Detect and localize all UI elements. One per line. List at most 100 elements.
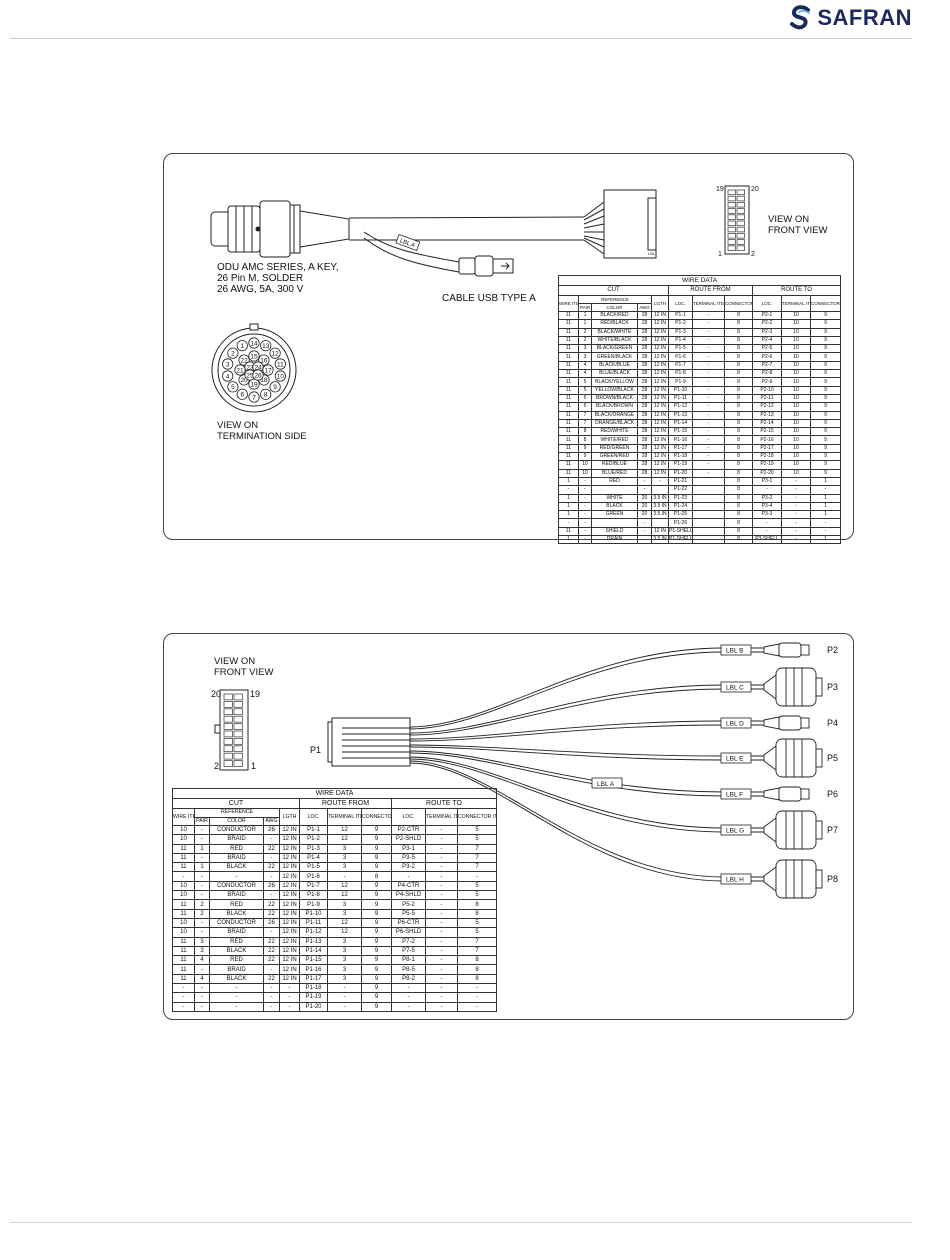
table-cell: - [692, 452, 725, 462]
branch-tag-text: LBL G [726, 828, 744, 835]
pin-number: 16 [260, 357, 268, 364]
col-color: COLOR [209, 816, 264, 826]
pin-number: 20 [240, 377, 248, 384]
table-cell: 12 IN [651, 402, 669, 412]
branch-tag-text: LBL H [726, 877, 744, 884]
table-cell: 10 [781, 402, 811, 412]
table-cell: - [194, 992, 210, 1003]
table-cell: P1-24 [668, 501, 693, 512]
table-cell: 2 [578, 327, 592, 337]
table-cell: - [425, 824, 458, 836]
table-cell: P1-2 [668, 319, 693, 329]
table-cell: 11 [558, 435, 579, 445]
table-cell: P1-8 [668, 369, 693, 379]
table-cell: - [263, 890, 280, 901]
table-cell: 12 IN [651, 344, 669, 354]
table-cell: - [279, 1001, 300, 1012]
table-cell: 10 [172, 917, 195, 929]
table-cell: 12 IN [651, 310, 669, 321]
pin-circle [227, 381, 239, 393]
table-cell: 8 [724, 369, 753, 379]
table-cell: 5 [578, 385, 592, 395]
table-cell: DRAIN [591, 534, 638, 545]
table-cell: 9 [809, 393, 842, 404]
table-cell: 8 [724, 360, 753, 371]
table-cell: BLACK [591, 501, 638, 512]
table-cell: BLACK/RED [591, 310, 638, 321]
table-cell: BLUE/BLACK [591, 369, 638, 379]
table-cell: 20 [637, 493, 652, 503]
table-cell: - [172, 992, 195, 1003]
table-cell: 8 [724, 476, 753, 487]
table-cell: - [194, 890, 210, 901]
table-cell: P2-4 [752, 335, 782, 346]
connector-spec-title: ODU AMC SERIES, A KEY, [217, 262, 339, 273]
table-cell: 12 IN [651, 335, 669, 346]
col-terminal-from: TERMINAL ITEM No. [327, 808, 362, 826]
table-cell: P1-16 [299, 964, 328, 975]
table-cell: 28 [637, 369, 652, 379]
table-cell: - [425, 890, 458, 901]
table-cell: 28 [637, 344, 652, 354]
table-cell: ORANGE/BLACK [591, 418, 638, 429]
table-cell [692, 501, 725, 512]
table-cell: 9 [361, 843, 392, 854]
table-cell: 3 [327, 945, 362, 957]
table-cell: 9 [361, 964, 392, 975]
table-cell: BRAID [209, 890, 264, 901]
table-cell: 10 [781, 319, 811, 329]
table-cell: P2-1 [752, 310, 782, 321]
table-cell: P3-1 [391, 843, 426, 854]
table-cell: - [781, 526, 811, 537]
table-cell: 9 [809, 402, 842, 412]
col-connector-to: CONNECTOR ITEM No. [456, 808, 498, 826]
table-cell: - [209, 871, 264, 882]
table-cell: - [692, 410, 725, 420]
table-cell: 12 IN [651, 369, 669, 379]
table-cell: 10 [781, 410, 811, 420]
table-cell: - [425, 955, 458, 966]
table-cell: 9 [361, 945, 392, 957]
table-cell: CONDUCTOR [209, 880, 264, 892]
table-cell: 8 [724, 352, 753, 362]
table-cell: - [194, 964, 210, 975]
table-cell: 28 [637, 335, 652, 346]
table-cell: P2-17 [752, 443, 782, 454]
table-cell: 1 [558, 493, 579, 503]
table-cell: P3-1 [752, 476, 782, 487]
table-cell: 22 [263, 908, 280, 919]
table-cell: 7 [456, 852, 498, 864]
coax-plug-icon [763, 715, 810, 731]
table-cell: 10 [781, 369, 811, 379]
page-header: SAFRAN [0, 0, 950, 40]
table-cell: 8 [724, 485, 753, 495]
table-cell: - [692, 393, 725, 404]
header-cut: CUT [558, 285, 669, 296]
table-row: -----P1-18-9--- [172, 983, 498, 994]
table-cell: 9 [361, 955, 392, 966]
table-cell: - [425, 908, 458, 919]
table-cell: - [752, 526, 782, 537]
table-cell: - [425, 945, 458, 957]
plug-label: P6 [827, 789, 839, 799]
table-cell: P2-14 [752, 418, 782, 429]
table-cell: 12 IN [651, 460, 669, 470]
table-cell: - [781, 518, 811, 528]
pin-circle [222, 358, 234, 370]
table-cell: - [809, 518, 842, 528]
col-awg: AWG [263, 816, 280, 826]
table-cell: - [194, 917, 210, 929]
table-cell: P1-7 [299, 880, 328, 892]
mid-tag-text: LBL A [597, 781, 615, 788]
table-cell: - [692, 468, 725, 478]
mid-cable-tag: LBL A [591, 777, 623, 789]
table-cell: 12 IN [279, 973, 300, 985]
